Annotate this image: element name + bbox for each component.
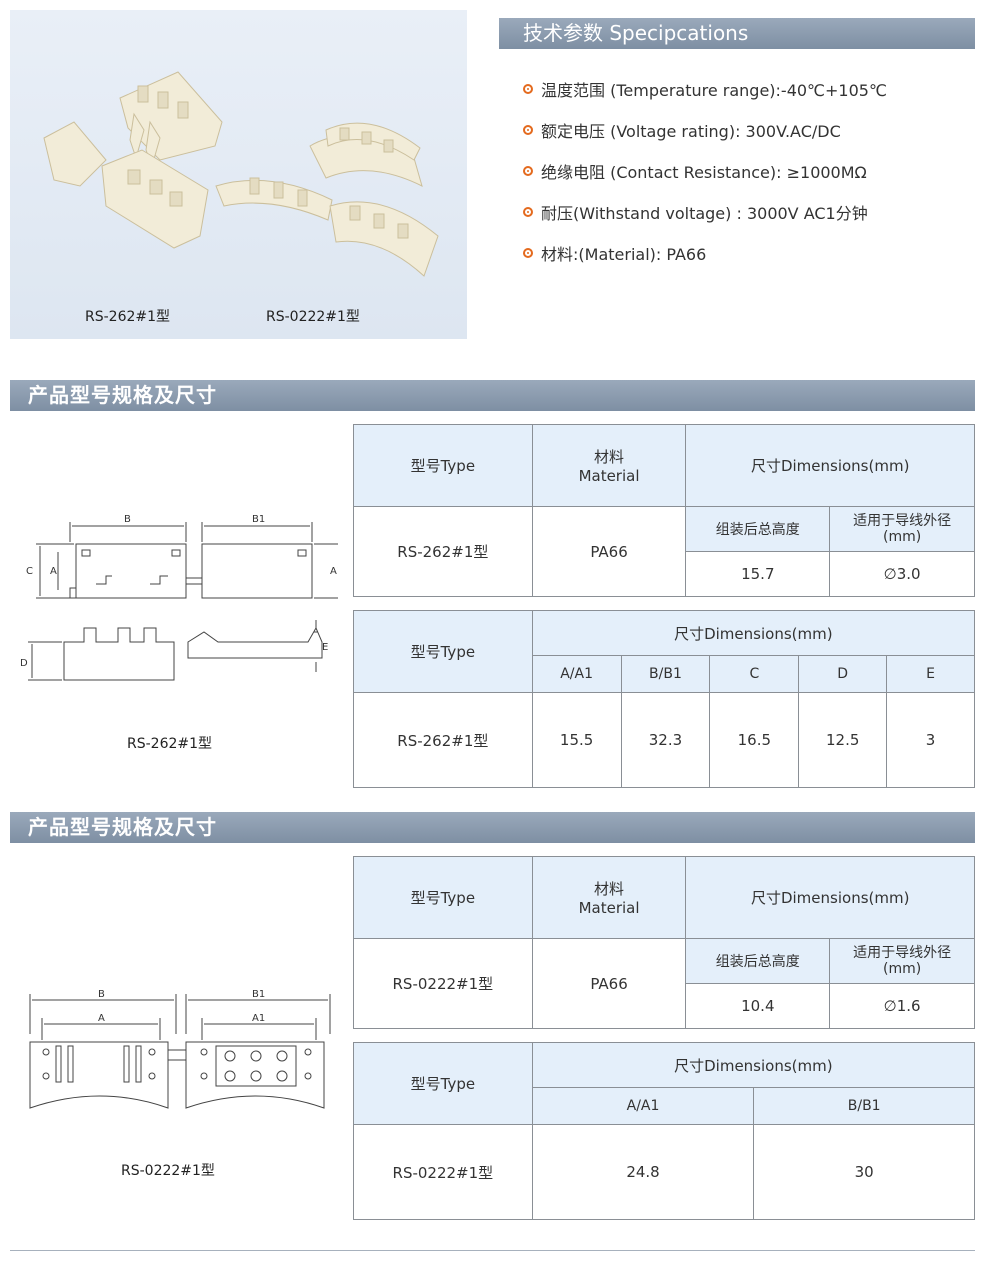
column-header: D [798,655,888,693]
dimensions-header: 尺寸Dimensions(mm) [685,424,975,507]
wire-header: 适用于导线外径 (mm) [829,938,975,984]
dim-label-a: A [50,566,57,577]
rs0222-dimension-drawing: B B1 A A1 [29,989,331,1109]
model-cell: RS-262#1型 [353,692,533,788]
type-header: 型号Type [353,610,533,693]
rs0222-material-table: 型号Type 材料 Material 尺寸Dimensions(mm) RS-0… [353,856,975,1029]
value-cell: 16.5 [709,692,800,788]
rs262-dimensions-table: 型号Type 尺寸Dimensions(mm) A/A1 B/B1 C D E … [353,610,976,788]
material-header: 材料 Material [531,856,687,939]
dim-label-a1: A1 [330,566,338,577]
value-cell: 3 [886,692,975,788]
height-header: 组装后总高度 [685,506,831,552]
drawing-caption-rs0222: RS-0222#1型 [121,1163,215,1179]
material-cell: PA66 [531,506,687,597]
dimensions-header: 尺寸Dimensions(mm) [531,610,976,656]
section-title-rs262: 产品型号规格及尺寸 [10,380,975,411]
dim-label-b1: B1 [252,989,265,1000]
spec-item-withstand-voltage: 耐压(Withstand voltage) : 3000V AC1分钟 [523,191,975,232]
spec-text: 额定电压 (Voltage rating): 300V.AC/DC [541,121,841,141]
rs262-dimension-drawing: B B1 C A A1 D E [20,514,338,681]
spec-text: 耐压(Withstand voltage) : 3000V AC1分钟 [541,203,868,223]
rs262-material-table: 型号Type 材料 Material 尺寸Dimensions(mm) RS-2… [353,424,975,597]
dim-label-a: A [98,1013,105,1024]
type-header: 型号Type [353,856,533,939]
model-cell: RS-0222#1型 [353,1124,533,1220]
dim-label-b: B [124,514,131,525]
wire-value: ∅1.6 [829,983,975,1029]
bullet-icon [523,206,533,217]
value-cell: 15.5 [531,692,622,788]
bottom-divider [10,1250,975,1251]
product-photo-illustration [43,71,439,277]
section-title-rs0222: 产品型号规格及尺寸 [10,812,975,843]
column-header: B/B1 [753,1087,975,1125]
model-cell: RS-0222#1型 [353,938,533,1029]
dim-label-b: B [98,989,105,1000]
product-photo-panel: RS-262#1型 RS-0222#1型 [10,10,467,339]
dim-label-b1: B1 [252,514,265,525]
spec-text: 材料:(Material): PA66 [541,244,707,264]
bullet-icon [523,83,533,94]
spec-item-voltage: 额定电压 (Voltage rating): 300V.AC/DC [523,109,975,150]
height-value: 10.4 [685,983,831,1029]
wire-value: ∅3.0 [829,551,975,597]
type-header: 型号Type [353,424,533,507]
type-header: 型号Type [353,1042,533,1125]
spec-text: 绝缘电阻 (Contact Resistance): ≥1000MΩ [541,162,867,182]
rs0222-dimensions-table: 型号Type 尺寸Dimensions(mm) A/A1 B/B1 RS-022… [353,1042,976,1220]
value-cell: 12.5 [798,692,888,788]
dim-label-a1: A1 [252,1013,265,1024]
column-header: A/A1 [531,655,622,693]
material-cell: PA66 [531,938,687,1029]
column-header: A/A1 [531,1087,755,1125]
column-header: E [886,655,975,693]
photo-caption-rs0222: RS-0222#1型 [266,309,360,325]
dim-label-c: C [26,566,33,577]
specifications-title: 技术参数 Specipcations [499,18,975,49]
value-cell: 32.3 [620,692,711,788]
bullet-icon [523,124,533,135]
photo-caption-rs262: RS-262#1型 [85,309,171,325]
spec-item-temperature: 温度范围 (Temperature range):-40℃+105℃ [523,68,975,109]
material-header: 材料 Material [531,424,687,507]
spec-item-resistance: 绝缘电阻 (Contact Resistance): ≥1000MΩ [523,150,975,191]
dimensions-header: 尺寸Dimensions(mm) [685,856,975,939]
drawing-caption-rs262: RS-262#1型 [127,736,213,752]
value-cell: 24.8 [531,1124,755,1220]
model-cell: RS-262#1型 [353,506,533,597]
column-header: B/B1 [620,655,711,693]
specifications-list: 温度范围 (Temperature range):-40℃+105℃ 额定电压 … [523,68,975,273]
bullet-icon [523,247,533,258]
wire-header: 适用于导线外径 (mm) [829,506,975,552]
dimensions-header: 尺寸Dimensions(mm) [531,1042,976,1088]
spec-text: 温度范围 (Temperature range):-40℃+105℃ [541,80,887,100]
height-header: 组装后总高度 [685,938,831,984]
dim-label-d: D [20,658,28,669]
height-value: 15.7 [685,551,831,597]
column-header: C [709,655,800,693]
bullet-icon [523,165,533,176]
value-cell: 30 [753,1124,975,1220]
dim-label-e: E [322,642,328,653]
spec-item-material: 材料:(Material): PA66 [523,232,975,273]
